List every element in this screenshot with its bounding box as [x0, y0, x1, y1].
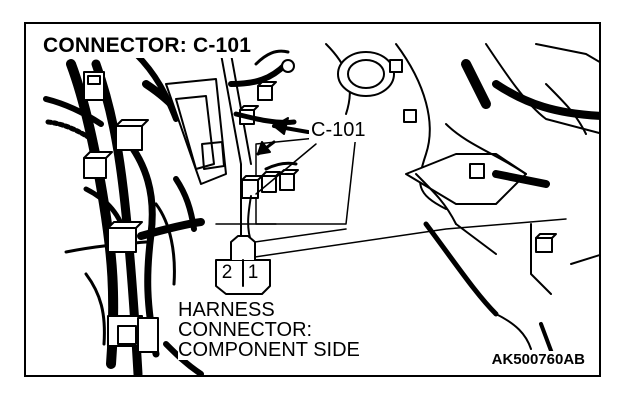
pin-label-1: 1	[247, 262, 259, 283]
c101-callout-label: C-101	[309, 119, 368, 142]
diagram-title: CONNECTOR: C-101	[40, 34, 255, 58]
right-side-structure	[325, 43, 599, 366]
firewall-wiring	[228, 49, 298, 171]
caption-line-1: HARNESS	[178, 299, 277, 321]
firewall-panel	[165, 53, 567, 260]
caption-line-2: CONNECTOR:	[178, 319, 315, 341]
callout-arrows	[256, 117, 310, 156]
reference-code: AK500760AB	[489, 351, 587, 368]
engine-bay-illustration	[43, 43, 599, 375]
callout-leader-line	[255, 143, 317, 195]
left-harness-connectors	[83, 71, 159, 353]
caption-line-3: COMPONENT SIDE	[178, 339, 362, 361]
pin-label-2: 2	[221, 262, 233, 283]
right-side-connectors	[389, 59, 557, 253]
diagram-frame: CONNECTOR: C-101 C-101 2 1 HARNESS CONNE…	[24, 22, 601, 377]
harness-connector-inset	[215, 223, 277, 295]
c101-connector-cluster	[239, 81, 299, 245]
harness-connector-caption: HARNESS CONNECTOR: COMPONENT SIDE	[178, 300, 362, 360]
